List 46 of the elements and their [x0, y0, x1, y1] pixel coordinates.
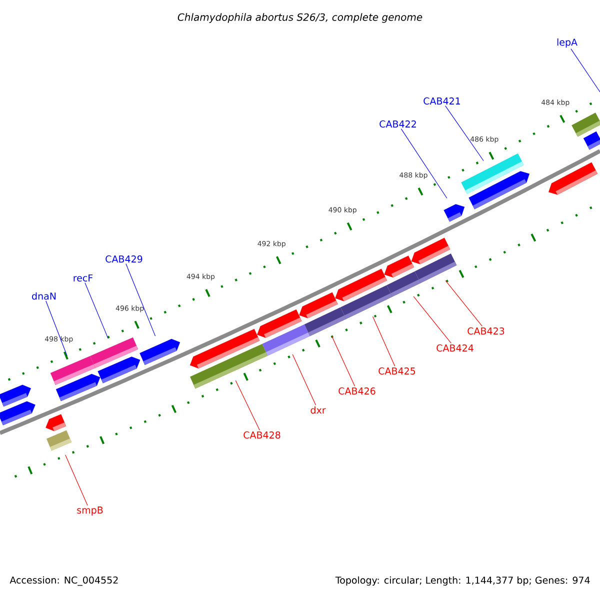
gene-block [46, 430, 72, 451]
gene-block [262, 324, 310, 356]
leader-line [235, 380, 260, 431]
gene-label: CAB423 [468, 327, 504, 335]
footer-text: Accession: NC_004552 [10, 576, 118, 586]
leader-line [126, 264, 156, 336]
gene-label: recF [74, 274, 93, 282]
gene-block [444, 204, 465, 222]
leader-line [65, 454, 88, 506]
gene-block [572, 112, 600, 137]
footer-text: Topology: circular; Length: 1,144,377 bp; Genes: 974 [335, 576, 590, 586]
gene-block [386, 271, 420, 297]
gene-block [190, 344, 268, 389]
gene-block [98, 356, 140, 384]
gene-block [46, 414, 66, 432]
gene-label: smpB [77, 506, 103, 516]
gene-label: dxr [310, 406, 326, 414]
leader-line [400, 128, 448, 199]
gene-label: lepA [557, 38, 578, 48]
gene-label: CAB426 [338, 387, 376, 395]
gene-label: CAB424 [436, 344, 474, 352]
gene-block [140, 338, 180, 365]
gene-block [468, 171, 530, 210]
gene-block [583, 131, 600, 150]
leader-line [445, 280, 482, 327]
gene-label: dnaN [32, 292, 56, 300]
leader-line [413, 296, 452, 344]
leader-line [570, 48, 600, 92]
gene-block [56, 374, 100, 402]
title: Chlamydophila abortus S26/3, complete genome [178, 13, 422, 23]
gene-block [414, 254, 457, 284]
leader-line [84, 282, 108, 339]
leader-line [445, 106, 484, 162]
gene-label: CAB422 [380, 120, 416, 128]
gene-label: CAB429 [106, 255, 142, 263]
leader-line [372, 316, 396, 367]
gene-block [0, 401, 36, 426]
gene-block [340, 285, 392, 319]
gene-label: CAB421 [424, 97, 460, 105]
leader-line [292, 354, 316, 406]
leader-line [331, 336, 356, 386]
gene-block [548, 162, 598, 195]
gene-label: CAB425 [378, 367, 416, 375]
leader-line [46, 300, 68, 356]
gene-label: CAB428 [244, 431, 280, 439]
gene-block [304, 307, 346, 336]
